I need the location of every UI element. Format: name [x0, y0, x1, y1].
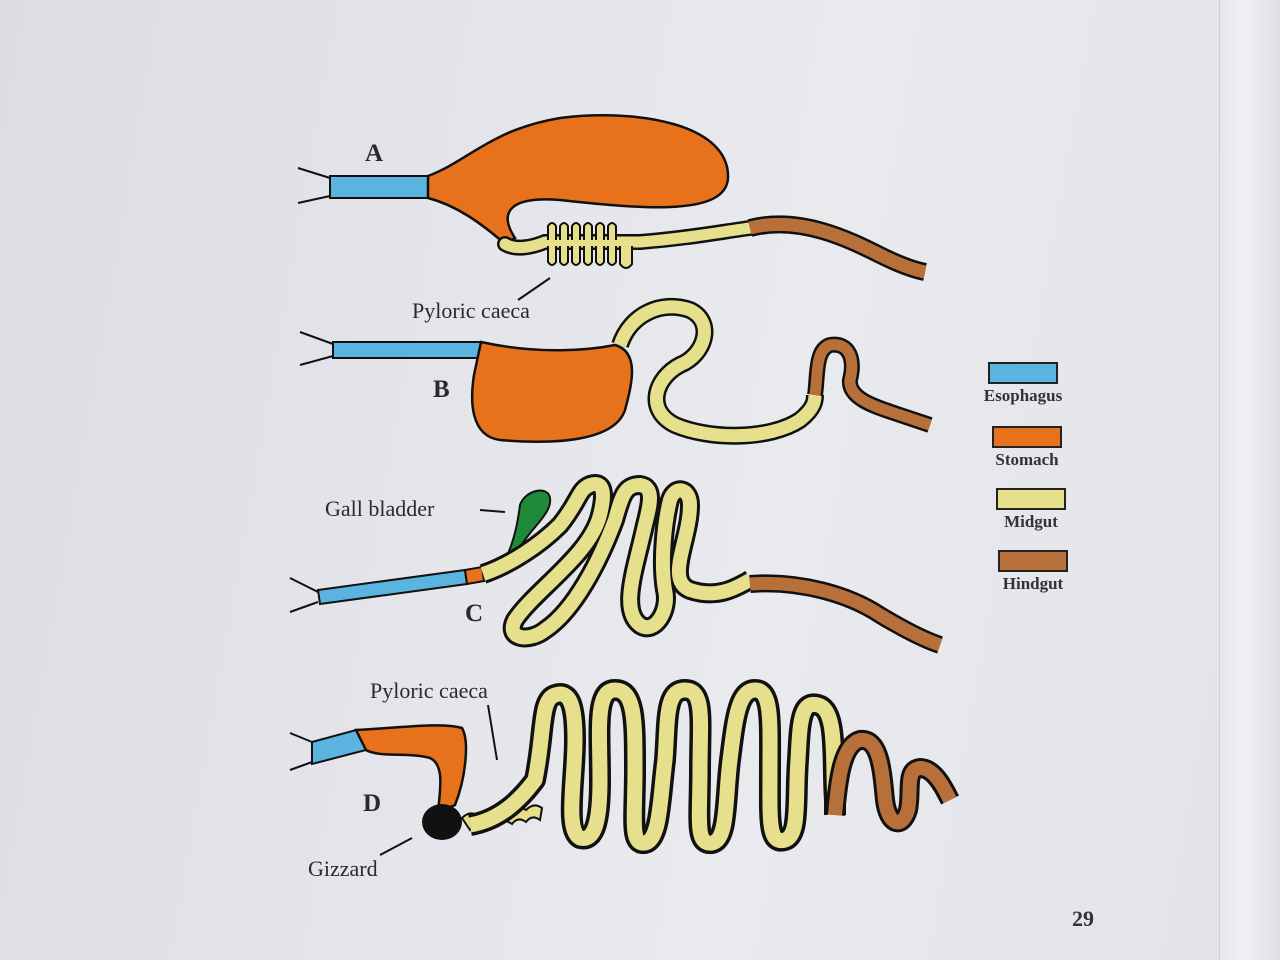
midgut-b [611, 297, 824, 445]
esophagus-c [316, 568, 469, 606]
stomach-b [470, 340, 634, 443]
hindgut-swatch [998, 550, 1068, 572]
label-b: B [433, 376, 450, 403]
pyloric-caeca-a [547, 222, 633, 269]
pyloric-caeca-label-d: Pyloric caeca [370, 678, 488, 703]
legend-label: Esophagus [983, 386, 1063, 405]
gut-b [299, 297, 933, 445]
label-a: A [365, 140, 384, 167]
esophagus-swatch [988, 362, 1058, 384]
stomach-swatch [992, 426, 1062, 448]
page-edge [1219, 0, 1280, 960]
stomach-d [354, 724, 468, 814]
esophagus-b [332, 341, 482, 359]
hindgut-b [807, 336, 933, 433]
label-d: D [363, 790, 382, 817]
gall-bladder-label: Gall bladder [325, 496, 435, 521]
legend-item-esophagus: Esophagus [968, 362, 1078, 406]
gizzard-label: Gizzard [308, 856, 378, 881]
page-number: 29 [1072, 906, 1094, 931]
legend-item-stomach: Stomach [972, 426, 1082, 470]
label-c: C [465, 600, 484, 627]
legend-item-hindgut: Hindgut [978, 550, 1088, 594]
legend-label: Stomach [995, 450, 1059, 469]
midgut-swatch [996, 488, 1066, 510]
esophagus-a [329, 175, 429, 199]
legend-label: Hindgut [1002, 574, 1064, 593]
legend-item-midgut: Midgut [976, 488, 1086, 532]
stomach-c [463, 565, 486, 586]
gizzard [422, 804, 462, 840]
legend-label: Midgut [1004, 512, 1058, 531]
gut-a [297, 114, 927, 281]
pyloric-caeca-label-a: Pyloric caeca [412, 298, 530, 323]
gut-d [289, 679, 959, 856]
gut-c [289, 474, 943, 654]
